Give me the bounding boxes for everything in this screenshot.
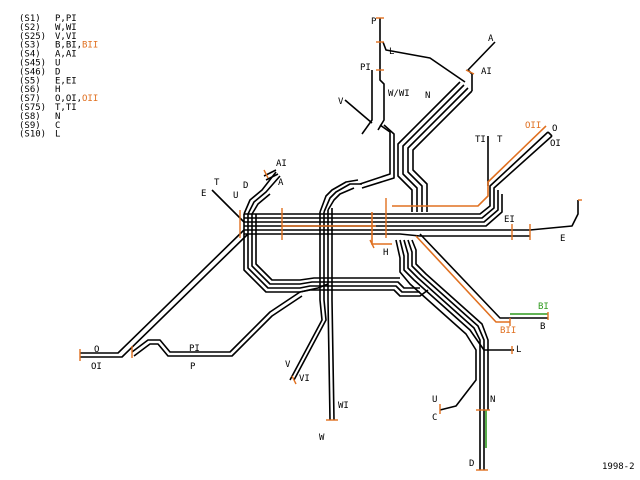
- legend-lines: V,VI: [55, 32, 77, 42]
- legend-lines: D: [55, 67, 60, 77]
- legend-extra: BII: [82, 41, 98, 51]
- legend-code: (S75): [19, 103, 46, 113]
- legend-lines: B,BI,: [55, 41, 82, 51]
- legend-lines: H: [55, 85, 60, 95]
- label-v-sw: V: [285, 360, 291, 370]
- southeast-branches: [395, 233, 548, 470]
- label-d-left: D: [243, 181, 248, 191]
- label-bii: BII: [500, 326, 516, 336]
- label-a-mid: A: [278, 178, 284, 188]
- label-wwi-north: W/WI: [388, 89, 410, 99]
- label-vi-sw: VI: [299, 374, 310, 384]
- label-v-north: V: [338, 97, 344, 107]
- legend-code: (S45): [19, 59, 46, 69]
- legend-code: (S8): [19, 112, 41, 122]
- station-ticks: [79, 17, 582, 471]
- label-oi-west: OI: [91, 362, 102, 372]
- legend-code: (S5): [19, 76, 41, 86]
- legend-extra: OII: [82, 94, 98, 104]
- label-t-left: T: [214, 178, 220, 188]
- label-wi-south: WI: [338, 401, 349, 411]
- stadtbahn: [244, 131, 579, 237]
- bii-track-2: [371, 212, 392, 245]
- legend-lines: P,PI: [55, 14, 77, 24]
- label-d-south: D: [469, 459, 474, 469]
- legend-lines: O,OI,: [55, 94, 82, 104]
- label-b: B: [540, 322, 545, 332]
- label-n-south: N: [490, 395, 495, 405]
- label-u-south: U: [432, 395, 437, 405]
- label-ei: EI: [504, 215, 515, 225]
- legend-code: (S25): [19, 32, 46, 42]
- station-labels: P L A AI PI W/WI N V TI T OII O OI AI A …: [91, 17, 565, 469]
- tracks: [80, 18, 579, 470]
- label-e-left: E: [201, 189, 206, 199]
- label-l-north: L: [389, 47, 394, 57]
- legend-code: (S10): [19, 130, 46, 140]
- label-o-west: O: [94, 345, 99, 355]
- west-branches: [80, 189, 329, 358]
- legend-lines: A,AI: [55, 50, 77, 60]
- label-pi-sw: PI: [189, 344, 200, 354]
- label-p-north: P: [371, 17, 377, 27]
- legend-code: (S7): [19, 94, 41, 104]
- label-o-right: O: [552, 124, 557, 134]
- label-l-se: L: [516, 345, 521, 355]
- label-pi-north: PI: [360, 63, 371, 73]
- label-ti: TI: [475, 135, 486, 145]
- label-oii: OII: [525, 121, 541, 131]
- north-trunk: [344, 18, 496, 212]
- label-n-north: N: [425, 91, 430, 101]
- legend-lines: N: [55, 112, 60, 122]
- legend-lines: T,TI: [55, 103, 77, 113]
- label-h: H: [383, 248, 388, 258]
- legend: (S1) P,PI (S2) W,WI (S25) V,VI (S3) B,BI,BII (S4…: [19, 14, 98, 140]
- colored-tracks: [282, 125, 548, 448]
- oii-track: [392, 125, 547, 207]
- legend-lines: E,EI: [55, 76, 77, 86]
- label-w-south: W: [319, 433, 325, 443]
- legend-code: (S1): [19, 14, 41, 24]
- legend-code: (S46): [19, 67, 46, 77]
- label-t-right: T: [497, 135, 503, 145]
- label-ai-mid: AI: [276, 159, 287, 169]
- label-e-east: E: [560, 234, 565, 244]
- bii-track: [415, 235, 510, 323]
- label-c-south: C: [432, 413, 437, 423]
- legend-lines: W,WI: [55, 23, 77, 33]
- legend-code: (S6): [19, 85, 41, 95]
- legend-code: (S4): [19, 50, 41, 60]
- label-p-sw: P: [190, 362, 196, 372]
- label-bi: BI: [538, 302, 549, 312]
- label-ai-ne: AI: [481, 67, 492, 77]
- legend-lines: L: [55, 130, 60, 140]
- label-u-left: U: [233, 191, 238, 201]
- legend-code: (S3): [19, 41, 41, 51]
- north-south-trunk: [289, 179, 362, 421]
- label-oi-right: OI: [550, 139, 561, 149]
- legend-code: (S2): [19, 23, 41, 33]
- year-stamp: 1998-2: [602, 462, 635, 472]
- legend-lines: C: [55, 121, 60, 131]
- label-a-ne: A: [488, 34, 494, 44]
- legend-lines: U: [55, 59, 60, 69]
- legend-code: (S9): [19, 121, 41, 131]
